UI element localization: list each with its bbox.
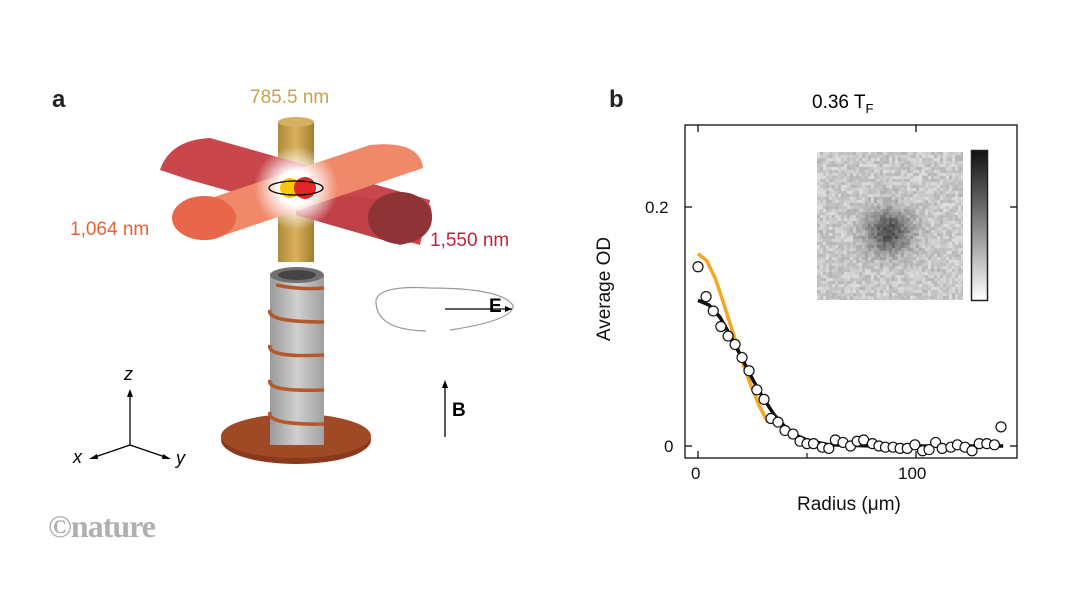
nature-logo: ©nature — [48, 508, 156, 544]
data-point — [692, 261, 704, 273]
data-point — [923, 443, 935, 456]
data-point — [995, 421, 1007, 433]
data-point — [909, 439, 921, 451]
panel-b-label: b — [609, 86, 624, 113]
fit-line — [697, 298, 1004, 448]
data-point — [988, 439, 1001, 451]
panel-a-label: a — [52, 86, 66, 113]
classical-profile-line — [696, 252, 770, 423]
e-field-label: E — [489, 296, 502, 317]
data-point — [736, 351, 748, 364]
x-axis-label: Radius (μm) — [797, 494, 901, 515]
inset-absorption-image — [817, 152, 963, 300]
inset-colorbar — [970, 149, 989, 302]
coil-electrode — [221, 267, 371, 464]
b-field-arrow-icon — [442, 380, 448, 437]
atom-yellow — [280, 178, 300, 198]
wavelength-1550-label: 1,550 nm — [430, 230, 510, 251]
plot-frame — [684, 124, 1018, 459]
chart-title-sub: F — [865, 100, 874, 116]
wavelength-1064-label: 1,064 nm — [70, 219, 150, 240]
data-point — [787, 428, 799, 440]
data-point — [966, 445, 978, 457]
y-tick-label: 0 — [664, 437, 674, 456]
x-tick-label: 100 — [898, 464, 927, 483]
data-point — [743, 365, 755, 377]
b-field-label: B — [452, 400, 466, 421]
axis-y-label: y — [176, 448, 185, 468]
data-point — [823, 442, 835, 454]
e-field-rotation-icon — [375, 286, 514, 332]
chart-title: 0.36 TF — [812, 92, 873, 116]
axis-z-label: z — [124, 364, 133, 384]
data-point — [758, 393, 770, 405]
axis-x-label: x — [73, 447, 82, 467]
data-point — [715, 320, 727, 333]
coordinate-axes-icon — [89, 389, 171, 459]
data-point — [707, 305, 719, 317]
apparatus-diagram — [89, 117, 514, 464]
data-point — [729, 338, 741, 351]
rotation-arrow-icon — [268, 180, 324, 196]
data-point — [772, 416, 784, 428]
data-point — [700, 291, 712, 303]
wavelength-785-label: 785.5 nm — [250, 87, 330, 108]
data-point — [751, 384, 763, 396]
chart-title-main: 0.36 T — [812, 92, 866, 113]
data-point — [722, 330, 734, 342]
x-tick-label: 0 — [691, 464, 701, 483]
y-tick-label: 0.2 — [645, 198, 669, 217]
